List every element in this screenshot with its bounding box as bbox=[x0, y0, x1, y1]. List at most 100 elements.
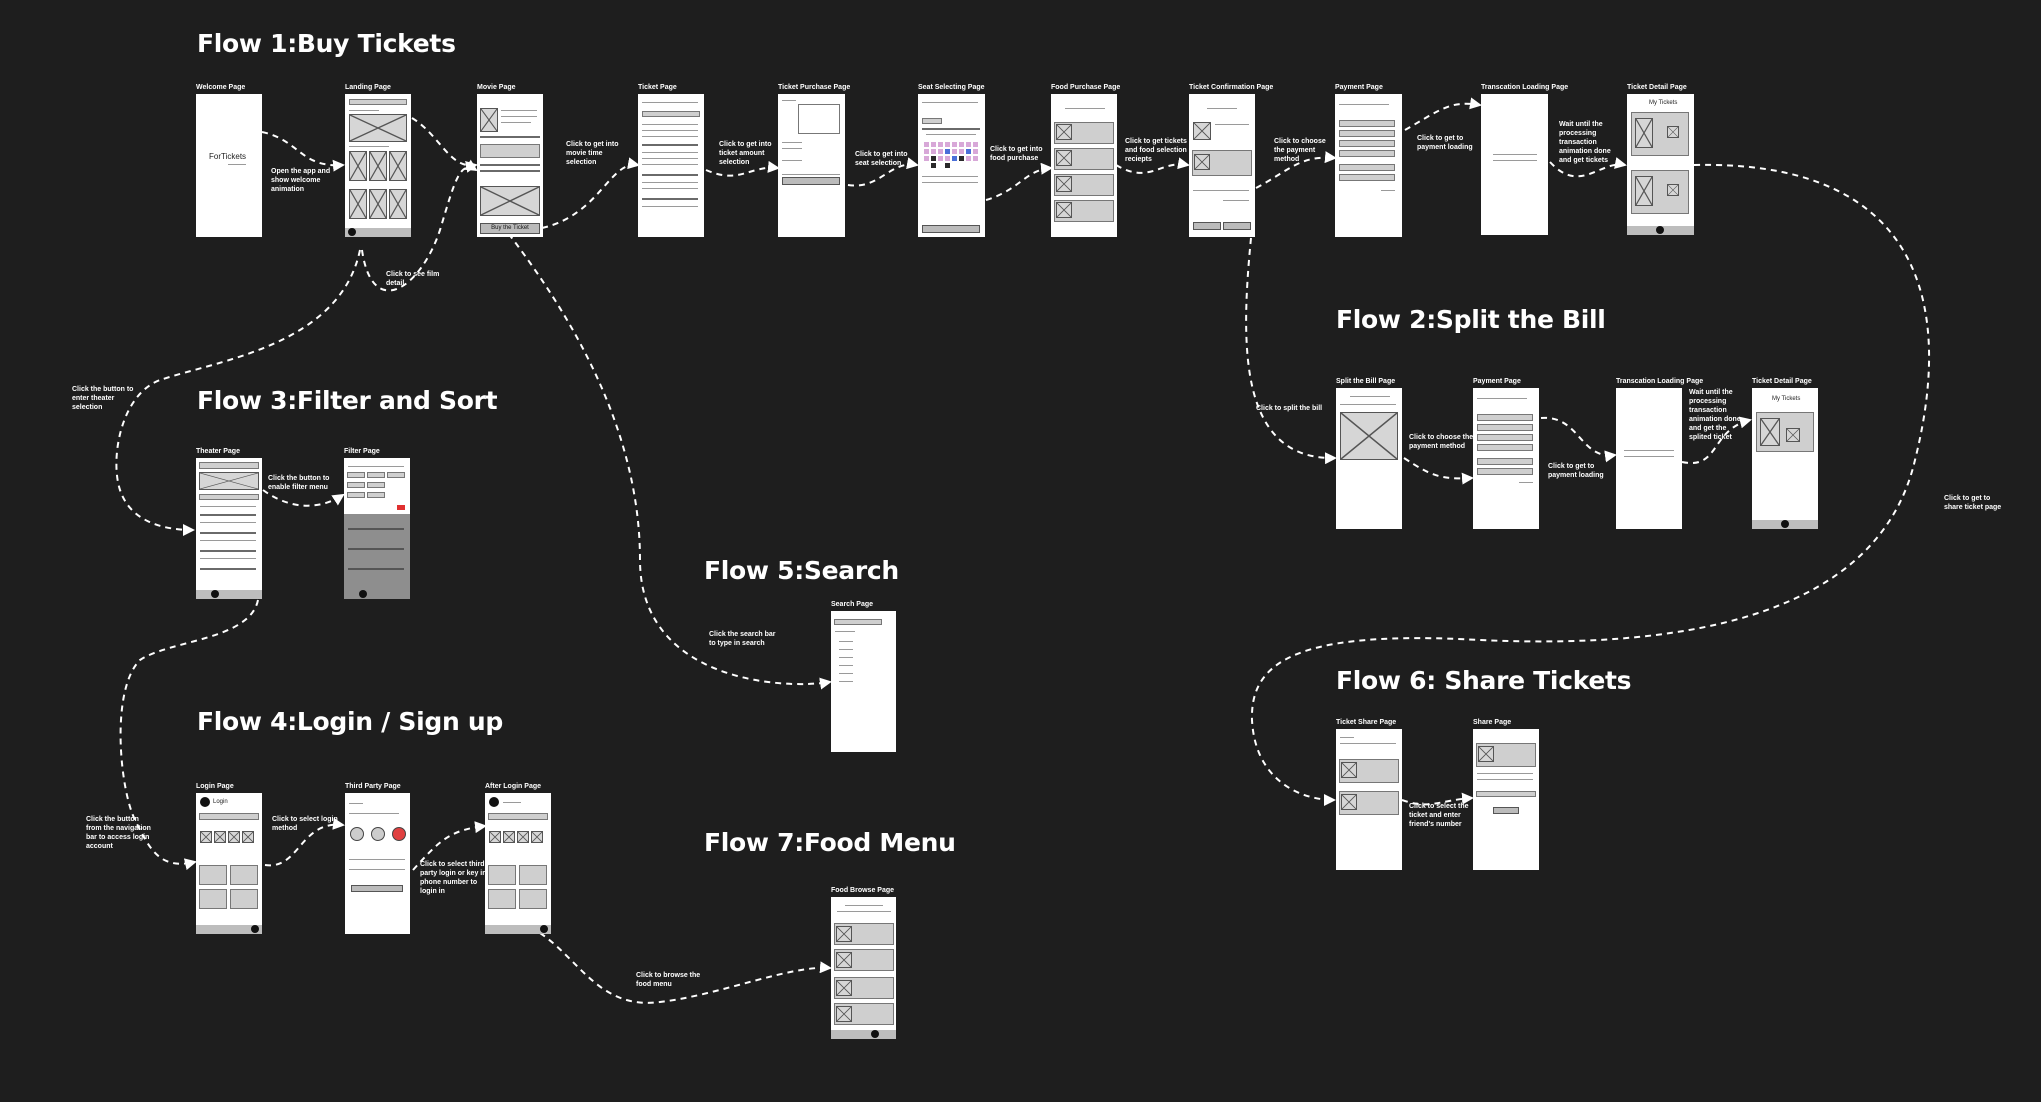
food-browse-screen bbox=[831, 897, 896, 1039]
ticket-share-screen bbox=[1336, 729, 1402, 870]
movie-screen: Buy the Ticket bbox=[477, 94, 543, 237]
frame-label: Ticket Purchase Page bbox=[778, 84, 851, 91]
frame-label: Login Page bbox=[196, 783, 234, 790]
frame-label: After Login Page bbox=[485, 783, 542, 790]
arrow-movie-ticket bbox=[541, 157, 640, 229]
frame-filter-page[interactable]: Filter Page bbox=[344, 448, 410, 599]
app-logo: ForTickets bbox=[209, 152, 247, 161]
frame-share-page[interactable]: Share Page bbox=[1473, 719, 1539, 870]
frame-welcome-page[interactable]: Welcome Page ForTickets bbox=[196, 84, 262, 237]
pay-button[interactable] bbox=[1223, 222, 1251, 230]
edit-button[interactable] bbox=[1193, 222, 1221, 230]
nav-button[interactable] bbox=[1656, 226, 1664, 234]
nav-button[interactable] bbox=[348, 228, 356, 236]
annotation-login-nav: Click the button from the navigation bar… bbox=[86, 816, 151, 850]
filter-screen bbox=[344, 458, 410, 599]
frame-food-browse-page[interactable]: Food Browse Page bbox=[831, 887, 896, 1039]
arrow-landing-movie bbox=[411, 117, 478, 173]
welcome-screen: ForTickets bbox=[196, 94, 262, 237]
purchase-button[interactable] bbox=[782, 177, 840, 185]
frame-login-page[interactable]: Login Page Login bbox=[196, 783, 262, 934]
frame-label: Filter Page bbox=[344, 448, 380, 455]
phone-number-field[interactable] bbox=[1476, 791, 1536, 797]
confirm-seat-button[interactable] bbox=[922, 225, 980, 233]
ticket-detail2-screen: My Tickets bbox=[1752, 388, 1818, 529]
frame-ticket-page[interactable]: Ticket Page bbox=[638, 84, 704, 237]
frame-split-bill-page[interactable]: Split the Bill Page bbox=[1336, 378, 1402, 529]
theater-screen bbox=[196, 458, 262, 599]
frame-transaction-loading-page[interactable]: Transcation Loading Page bbox=[1481, 84, 1568, 235]
annotation-browse-food: Click to browse the food menu bbox=[636, 972, 701, 988]
frame-food-purchase-page[interactable]: Food Purchase Page bbox=[1051, 84, 1120, 237]
frame-label: Movie Page bbox=[477, 84, 516, 91]
frame-label: Payment Page bbox=[1473, 378, 1521, 385]
arrow-split-payment2 bbox=[1403, 457, 1474, 485]
nav-button[interactable] bbox=[251, 925, 259, 933]
annotation-split-bill: Click to split the bill bbox=[1256, 405, 1323, 412]
arrow-food-confirm bbox=[1115, 157, 1190, 174]
frame-label: Welcome Page bbox=[196, 84, 246, 91]
flow-title-buy-tickets: Flow 1:Buy Tickets bbox=[197, 29, 456, 58]
login-submit-button[interactable] bbox=[351, 885, 403, 892]
food-purchase-screen bbox=[1051, 94, 1117, 237]
frame-theater-page[interactable]: Theater Page bbox=[196, 448, 262, 599]
loading2-screen bbox=[1616, 388, 1682, 529]
ticket-purchase-screen bbox=[778, 94, 845, 237]
frame-ticket-detail-page-2[interactable]: Ticket Detail Page My Tickets bbox=[1752, 378, 1818, 529]
frame-label: Ticket Share Page bbox=[1336, 719, 1397, 726]
seat-map[interactable] bbox=[924, 142, 980, 170]
frame-payment-page[interactable]: Payment Page bbox=[1335, 84, 1402, 237]
annotation-seat-selection: Click to get into seat selection bbox=[855, 151, 908, 167]
frame-after-login-page[interactable]: After Login Page bbox=[485, 783, 551, 934]
nav-button[interactable] bbox=[1781, 520, 1789, 528]
annotation-movie-time: Click to get into movie time selection bbox=[566, 141, 619, 166]
arrow-seat-food bbox=[985, 162, 1053, 201]
arrow-confirm-split bbox=[1245, 237, 1337, 465]
frame-search-page[interactable]: Search Page bbox=[831, 601, 896, 752]
login-screen: Login bbox=[196, 793, 262, 934]
frame-ticket-purchase-page[interactable]: Ticket Purchase Page bbox=[778, 84, 850, 237]
frame-landing-page[interactable]: Landing Page bbox=[345, 84, 411, 237]
search-input[interactable] bbox=[834, 619, 882, 625]
nav-button[interactable] bbox=[211, 590, 219, 598]
login-label[interactable]: Login bbox=[213, 799, 228, 805]
frame-third-party-page[interactable]: Third Party Page bbox=[345, 783, 410, 934]
nav-button[interactable] bbox=[871, 1030, 879, 1038]
other-login-icon[interactable] bbox=[392, 827, 406, 841]
arrow-theater-filter bbox=[262, 489, 345, 507]
frame-movie-page[interactable]: Movie Page Buy the Ticket bbox=[477, 84, 543, 237]
frame-label: Theater Page bbox=[196, 448, 240, 455]
send-button[interactable] bbox=[1493, 807, 1519, 814]
frame-label: Third Party Page bbox=[345, 783, 401, 790]
annotation-ticket-amount: Click to get into ticket amount selectio… bbox=[719, 141, 772, 166]
nav-button[interactable] bbox=[540, 925, 548, 933]
frame-label: Food Purchase Page bbox=[1051, 84, 1121, 91]
frame-ticket-detail-page[interactable]: Ticket Detail Page My Tickets bbox=[1627, 84, 1694, 235]
facebook-login-icon[interactable] bbox=[371, 827, 385, 841]
frame-label: Food Browse Page bbox=[831, 887, 895, 894]
google-login-icon[interactable] bbox=[350, 827, 364, 841]
flow-title-filter-sort: Flow 3:Filter and Sort bbox=[197, 386, 498, 415]
after-login-screen bbox=[485, 793, 551, 934]
annotation-wait: Wait until the processing transaction an… bbox=[1559, 121, 1611, 164]
nav-button[interactable] bbox=[359, 590, 367, 598]
frame-transaction-loading-page-2[interactable]: Transcation Loading Page bbox=[1616, 378, 1703, 529]
payment-screen bbox=[1335, 94, 1402, 237]
my-tickets-title: My Tickets bbox=[1649, 100, 1678, 106]
arrow-payment-loading bbox=[1404, 97, 1482, 131]
frame-label: Transcation Loading Page bbox=[1616, 378, 1704, 385]
buy-ticket-button[interactable]: Buy the Ticket bbox=[480, 223, 540, 234]
frame-seat-selecting-page[interactable]: Seat Selecting Page bbox=[918, 84, 985, 237]
frame-payment-page-2[interactable]: Payment Page bbox=[1473, 378, 1539, 529]
avatar bbox=[489, 797, 499, 807]
arrow-movie-search bbox=[501, 224, 832, 690]
frame-label: Search Page bbox=[831, 601, 874, 608]
share-screen bbox=[1473, 729, 1539, 870]
flow-title-share: Flow 6: Share Tickets bbox=[1336, 666, 1632, 695]
frame-ticket-confirmation-page[interactable]: Ticket Confirmation Page bbox=[1189, 84, 1273, 237]
flow-title-food-menu: Flow 7:Food Menu bbox=[704, 828, 956, 857]
ticket-detail-screen: My Tickets bbox=[1627, 94, 1694, 235]
arrow-ticket-purchase bbox=[705, 160, 780, 177]
frame-ticket-share-page[interactable]: Ticket Share Page bbox=[1336, 719, 1402, 870]
